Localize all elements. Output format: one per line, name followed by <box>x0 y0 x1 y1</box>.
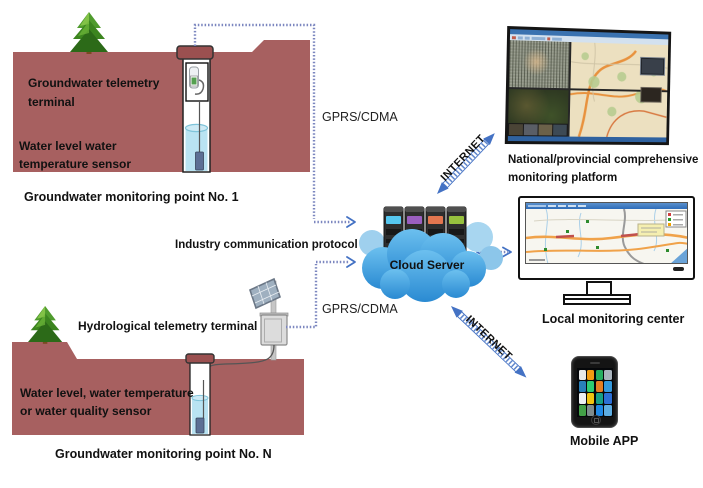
cloud-server-icon <box>359 206 503 302</box>
arrowhead-icon <box>346 216 356 228</box>
cloud-icon <box>362 229 486 302</box>
app-icon <box>578 405 586 416</box>
wall-camera-inset <box>639 56 666 76</box>
monitor-stand-base <box>563 294 631 305</box>
app-icon <box>587 393 595 404</box>
gwn-caption: Groundwater monitoring point No. N <box>55 447 272 461</box>
app-icon <box>587 381 595 392</box>
tree-icon <box>28 306 63 344</box>
cloud-server-label: Cloud Server <box>389 258 465 272</box>
water-sensor <box>195 151 204 171</box>
internet-arrow-top <box>437 133 495 194</box>
smartphone-icon <box>571 356 618 428</box>
wall-panel-satellite <box>507 89 569 137</box>
gprs-link-point1 <box>193 23 316 219</box>
local-monitor <box>518 196 695 280</box>
app-icon <box>595 405 603 416</box>
water-sensor <box>195 417 205 434</box>
app-icon <box>578 381 586 392</box>
arrowhead-icon <box>437 182 449 194</box>
gprs-link-pointn <box>286 264 318 329</box>
platform-caption-line2: monitoring platform <box>508 172 618 184</box>
gwn-sensor-label-line1: Water level, water temperature <box>20 386 194 400</box>
ground-cross-section-1 <box>13 40 310 172</box>
gprs-label-bottom: GPRS/CDMA <box>322 302 398 316</box>
app-icon <box>595 381 603 392</box>
arrowhead-icon <box>346 256 356 268</box>
gwn-sensor-label-line2: or water quality sensor <box>20 404 152 418</box>
hydrological-terminal <box>202 277 289 381</box>
arrowhead-icon <box>502 246 512 258</box>
internet-arrow-bottom <box>451 306 527 378</box>
app-icon <box>604 369 612 380</box>
phone-home-button <box>590 415 601 425</box>
gw1-terminal-label-line2: terminal <box>28 95 75 109</box>
monitor-power-button <box>673 267 684 271</box>
arrowhead-icon <box>451 306 463 318</box>
app-icon <box>578 369 586 380</box>
well-cap <box>176 45 214 60</box>
gw1-terminal-label-line1: Groundwater telemetry <box>28 76 160 90</box>
map-app-titlebar <box>526 203 687 209</box>
monitoring-well-1 <box>176 45 214 173</box>
video-wall <box>504 26 672 146</box>
wall-video-thumbnails <box>507 123 569 137</box>
gw1-sensor-label-line1: Water level water <box>19 139 117 153</box>
app-icon <box>604 405 612 416</box>
mobile-app-caption: Mobile APP <box>570 434 639 448</box>
gwn-terminal-label: Hydrological telemetry terminal <box>78 319 258 333</box>
app-icon <box>604 381 612 392</box>
wall-panel-map-labels <box>508 40 570 91</box>
protocol-label: Industry communication protocol <box>175 239 358 251</box>
wall-camera-inset <box>640 86 662 103</box>
platform-caption-line1: National/provincial comprehensive <box>508 154 699 166</box>
gw1-sensor-label-line2: temperature sensor <box>19 157 132 171</box>
well-cap <box>185 353 215 364</box>
app-icon <box>587 369 595 380</box>
phone-earpiece <box>589 362 600 364</box>
local-monitor-screen <box>525 202 688 264</box>
gprs-label-top: GPRS/CDMA <box>322 110 398 124</box>
app-icon <box>587 405 595 416</box>
local-center-caption: Local monitoring center <box>542 312 685 326</box>
ground-cross-section-n <box>12 342 304 435</box>
phone-screen <box>577 368 613 417</box>
arrowhead-icon <box>514 365 527 378</box>
app-icon <box>604 393 612 404</box>
arrowhead-icon <box>483 133 495 145</box>
app-icon <box>595 393 603 404</box>
tree-icon <box>70 12 108 54</box>
monitoring-well-n <box>185 353 215 436</box>
app-icon <box>595 369 603 380</box>
gw1-caption: Groundwater monitoring point No. 1 <box>24 190 239 204</box>
app-icon <box>578 393 586 404</box>
